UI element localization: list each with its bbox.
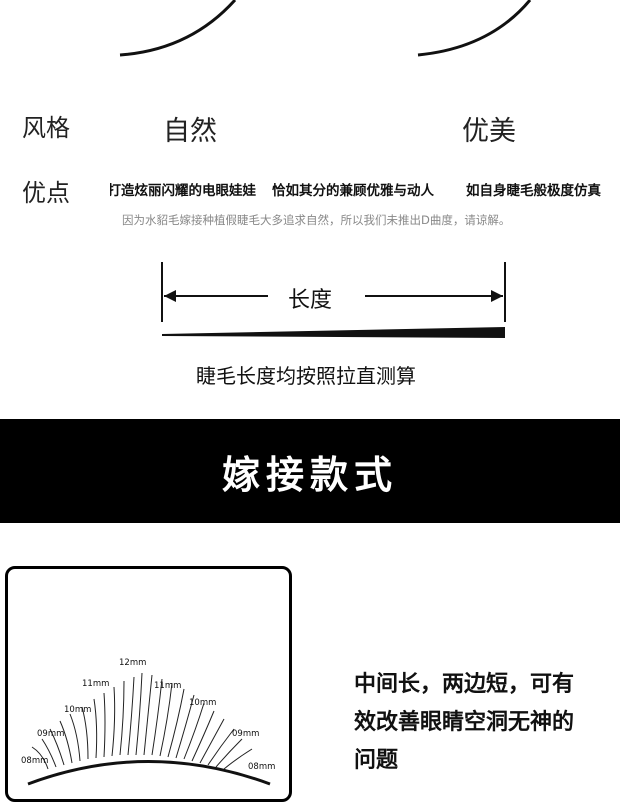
- eye-lash-illustration: [27, 672, 271, 786]
- graceful-curve: [417, 0, 532, 57]
- length-arrow-right-head: [491, 290, 503, 302]
- banner-title: 嫁接款式: [221, 452, 398, 497]
- mark-10mm-left: 10mm: [64, 705, 92, 715]
- length-diagram: [161, 262, 506, 338]
- description-line-3: 问题: [354, 748, 399, 773]
- length-label: 长度: [280, 282, 341, 314]
- eye-lash-diagram: 12mm 11mm 11mm 10mm 10mm 09mm 09mm 08mm …: [5, 566, 292, 802]
- measure-note: 睫毛长度均按照拉直测算: [196, 364, 416, 388]
- merit-item-1: 打造炫丽闪耀的电眼娃娃: [110, 183, 256, 199]
- length-arrow-left-head: [164, 290, 176, 302]
- style-graceful: 优美: [462, 116, 516, 147]
- mark-08mm-right: 08mm: [248, 762, 276, 772]
- section-banner: 嫁接款式: [0, 419, 620, 523]
- style-description: 中间长，两边短，可有 效改善眼睛空洞无神的 问题: [354, 666, 616, 780]
- mark-11mm-right: 11mm: [154, 681, 182, 691]
- mark-09mm-left: 09mm: [37, 729, 65, 739]
- mark-08mm-left: 08mm: [21, 756, 49, 766]
- style-label: 风格: [22, 114, 70, 142]
- description-line-2: 效改善眼睛空洞无神的: [354, 710, 575, 735]
- mark-12mm: 12mm: [119, 658, 147, 668]
- mark-10mm-right: 10mm: [189, 698, 217, 708]
- mark-09mm-right: 09mm: [232, 729, 260, 739]
- straightened-lash: [162, 327, 505, 338]
- description-line-1: 中间长，两边短，可有: [354, 672, 575, 697]
- merit-label: 优点: [22, 179, 70, 207]
- merit-item-3: 如自身睫毛般极度仿真: [466, 183, 601, 199]
- style-natural: 自然: [163, 116, 217, 147]
- mark-11mm-left: 11mm: [82, 679, 110, 689]
- curl-note: 因为水貂毛嫁接种植假睫毛大多追求自然，所以我们未推出D曲度，请谅解。: [122, 213, 511, 227]
- merit-item-2: 恰如其分的兼顾优雅与动人: [272, 183, 434, 199]
- lash-strands: [31, 672, 253, 770]
- lash-curve-examples: [119, 0, 532, 57]
- merit-item-1-clip: 打造炫丽闪耀的电眼娃娃: [110, 179, 256, 199]
- natural-curve: [119, 0, 237, 57]
